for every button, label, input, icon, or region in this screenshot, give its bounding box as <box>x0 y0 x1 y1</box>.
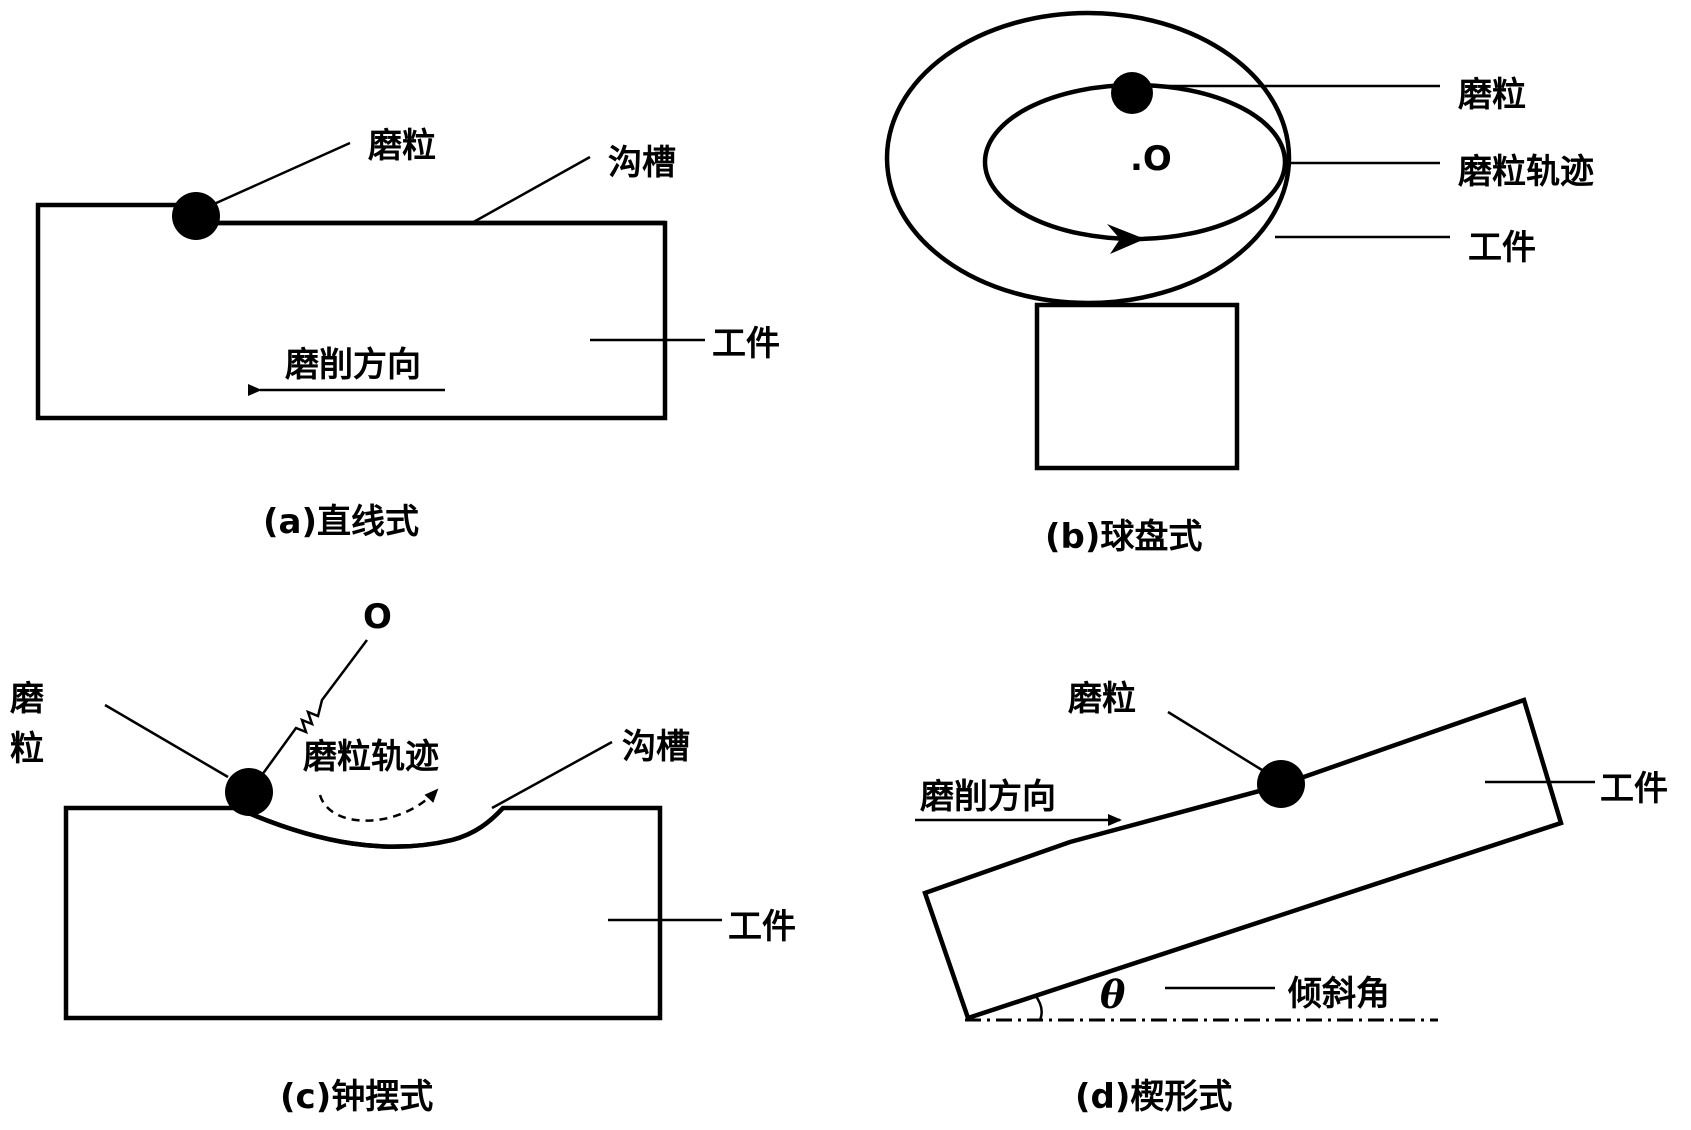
groove-leader-c <box>492 742 612 808</box>
groove-leader-a <box>470 157 590 224</box>
track-label-c: 磨粒轨迹 <box>303 737 439 777</box>
center-label-b: .O <box>1130 139 1172 179</box>
grain-b <box>1111 72 1153 114</box>
panel-d-wedge: 磨粒 磨削方向 工件 θ 倾斜角 (d)楔形式 <box>915 679 1668 1117</box>
angle-arc-d <box>1035 995 1042 1020</box>
workpiece-label-c: 工件 <box>728 907 796 947</box>
direction-label-a: 磨削方向 <box>285 345 421 385</box>
workpiece-d <box>925 700 1561 1018</box>
direction-label-d: 磨削方向 <box>920 777 1056 817</box>
grain-d <box>1257 760 1305 808</box>
grain-label-c-bottom: 粒 <box>10 729 44 769</box>
panel-a-linear: 磨粒 沟槽 工件 磨削方向 (a)直线式 <box>38 126 780 542</box>
track-label-b: 磨粒轨迹 <box>1458 152 1594 192</box>
workpiece-label-d: 工件 <box>1600 769 1668 809</box>
spindle-b <box>1037 305 1237 468</box>
caption-d: (d)楔形式 <box>1075 1077 1232 1117</box>
caption-a: (a)直线式 <box>263 502 419 542</box>
theta-label-d: θ <box>1100 972 1126 1017</box>
workpiece-label-b: 工件 <box>1468 228 1536 268</box>
pivot-label-c: O <box>363 597 392 637</box>
grain-leader-a <box>214 143 350 204</box>
grain-leader-d <box>1168 712 1262 770</box>
grain-a <box>172 192 220 240</box>
grain-label-d: 磨粒 <box>1068 679 1136 719</box>
track-path-c <box>320 790 437 821</box>
grain-label-b: 磨粒 <box>1458 75 1526 115</box>
grain-label-a: 磨粒 <box>368 126 436 166</box>
caption-c: (c)钟摆式 <box>280 1077 433 1117</box>
groove-c <box>237 808 503 847</box>
workpiece-a <box>38 205 665 418</box>
grain-c <box>225 768 273 816</box>
grain-leader-c <box>105 705 228 777</box>
caption-b: (b)球盘式 <box>1045 517 1202 557</box>
grain-label-c-top: 磨 <box>10 679 44 719</box>
panel-c-pendulum: O 磨 粒 磨粒轨迹 沟槽 工件 (c)钟摆式 <box>10 597 796 1117</box>
groove-label-c: 沟槽 <box>622 727 690 767</box>
groove-label-a: 沟槽 <box>608 143 676 183</box>
workpiece-label-a: 工件 <box>712 324 780 364</box>
workpiece-c <box>66 808 660 1018</box>
disc-b <box>887 13 1289 303</box>
panel-b-ball-on-disc: .O 磨粒 磨粒轨迹 工件 (b)球盘式 <box>887 13 1594 557</box>
angle-label-d: 倾斜角 <box>1287 974 1390 1014</box>
